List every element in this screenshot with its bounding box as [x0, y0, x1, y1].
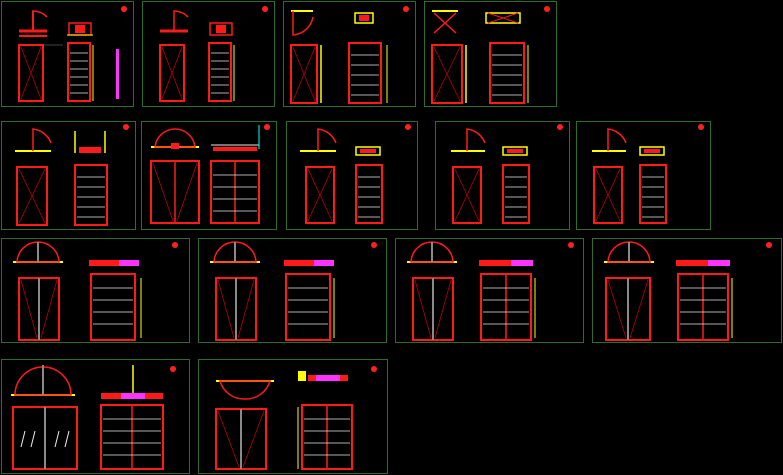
sheet-marker-icon [403, 6, 409, 12]
door-plan-view [19, 10, 48, 37]
door-detail-sheet-1 [1, 1, 134, 107]
sheet-marker-icon [170, 366, 176, 372]
sheet-marker-icon [568, 242, 574, 248]
door-detail-sheet-3 [283, 1, 416, 107]
door-detail-sheet-7 [286, 121, 418, 230]
accent-bar [116, 49, 119, 99]
sheet-marker-icon [557, 124, 563, 130]
sheet-marker-icon [123, 124, 129, 130]
sheet-marker-icon [698, 124, 704, 130]
sheet-marker-icon [405, 124, 411, 130]
sheet-marker-icon [371, 242, 377, 248]
door-detail-sheet-13 [592, 238, 782, 343]
sheet-marker-icon [766, 242, 772, 248]
door-detail-sheet-11 [198, 238, 387, 343]
door-detail-sheet-4 [424, 1, 557, 107]
door-detail-sheet-14 [1, 359, 190, 474]
door-section-plan [67, 22, 93, 36]
door-elevation [18, 44, 63, 102]
sheet-marker-icon [121, 6, 127, 12]
sheet-marker-icon [544, 6, 550, 12]
door-detail-sheet-10 [1, 238, 190, 343]
sheet-marker-icon [172, 242, 178, 248]
sheet-marker-icon [262, 6, 268, 12]
door-detail-sheet-8 [435, 121, 570, 230]
door-detail-sheet-2 [142, 1, 275, 107]
door-detail-sheet-5 [1, 121, 136, 230]
door-detail-sheet-9 [576, 121, 711, 230]
sheet-marker-icon [371, 366, 377, 372]
sheet-marker-icon [264, 124, 270, 130]
door-detail-sheet-15 [198, 359, 388, 474]
door-section-elevation [67, 42, 94, 102]
door-detail-sheet-12 [395, 238, 584, 343]
door-detail-sheet-6 [141, 121, 277, 230]
